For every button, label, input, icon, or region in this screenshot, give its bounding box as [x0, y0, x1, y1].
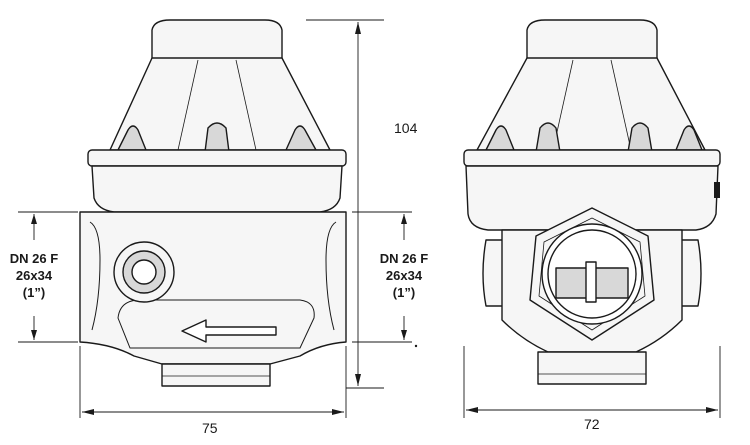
side-view	[463, 19, 721, 385]
side-upper-body	[465, 165, 719, 231]
left-connection-line-2: 26x34	[15, 268, 53, 283]
front-flange	[87, 149, 347, 167]
side-cap-top	[526, 19, 658, 61]
right-connection-label: DN 26 F 26x34 (1”)	[370, 250, 438, 301]
front-rib-center	[204, 122, 230, 153]
flow-arrow-icon	[181, 319, 277, 343]
front-upper-body	[91, 165, 343, 213]
left-connection-line-1: DN 26 F	[9, 251, 59, 266]
side-rib-far	[675, 125, 703, 151]
side-base	[537, 351, 647, 385]
side-cone	[476, 57, 706, 151]
height-dimension-label: 104	[394, 120, 418, 136]
dimension-lines	[18, 19, 721, 418]
side-rib-left	[485, 125, 515, 151]
front-base	[161, 363, 271, 387]
front-rib-right	[285, 125, 317, 151]
front-view	[79, 19, 347, 387]
front-rib-left	[117, 125, 147, 151]
side-rib-right	[627, 122, 653, 153]
front-cap-top	[151, 19, 283, 61]
right-connection-line-1: DN 26 F	[379, 251, 429, 266]
front-width-dimension-label: 75	[202, 420, 218, 436]
side-rib-center	[535, 122, 561, 153]
side-width-dimension-label: 72	[584, 416, 600, 432]
front-recess	[117, 299, 315, 349]
left-connection-line-3: (1”)	[22, 285, 46, 300]
gauge-port-inner	[131, 259, 157, 285]
right-connection-line-3: (1”)	[392, 285, 416, 300]
side-flange	[463, 149, 721, 167]
right-connection-line-2: 26x34	[385, 268, 423, 283]
left-connection-label: DN 26 F 26x34 (1”)	[0, 250, 68, 301]
